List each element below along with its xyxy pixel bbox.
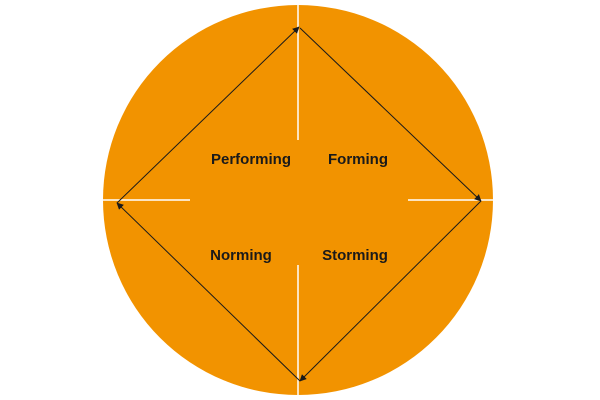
stage-label-performing: Performing [211,151,291,168]
arrow-norming-to-performing [116,202,301,382]
arrow-performing-to-forming [116,26,300,204]
arrow-forming-to-storming [299,27,482,202]
stage-label-storming: Storming [322,247,388,264]
stage-label-norming: Norming [210,247,272,264]
arrow-storming-to-norming [299,200,482,382]
stage-label-forming: Forming [328,151,388,168]
orange-circle [103,5,493,395]
